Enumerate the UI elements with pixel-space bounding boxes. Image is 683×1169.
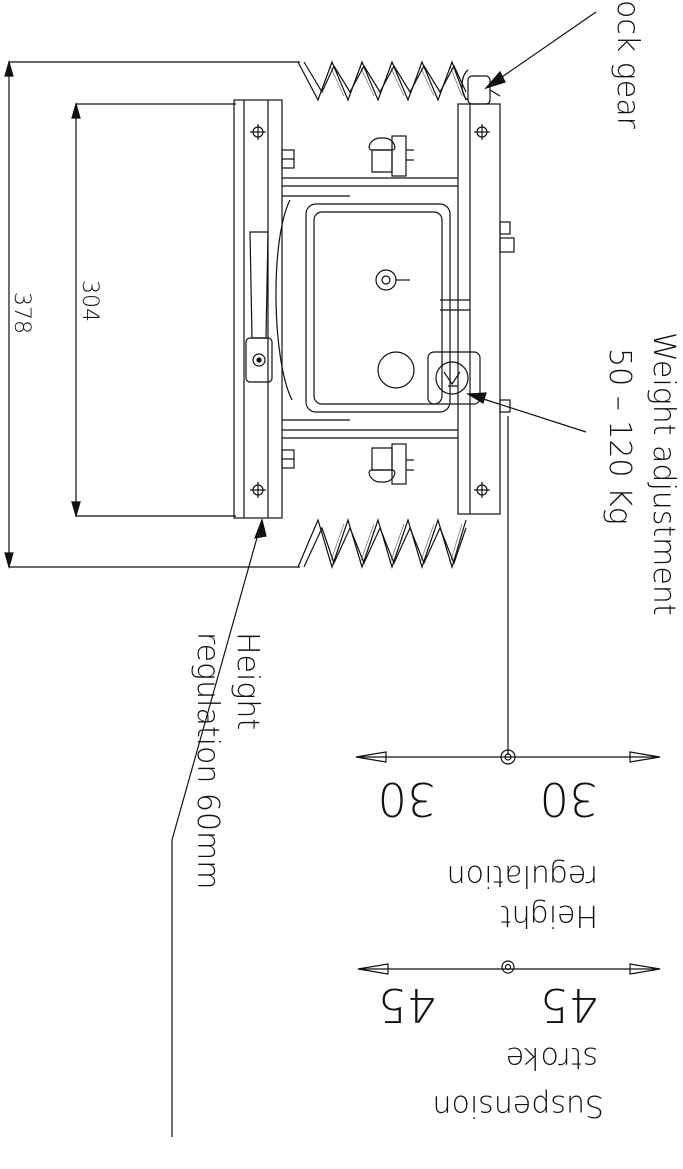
height-regulation-range [355, 749, 661, 765]
dimension-overall-label: 378 [9, 292, 34, 334]
lock-gear-label: ock gear [610, 0, 645, 129]
leader-lines [171, 11, 597, 1137]
suspension-stroke-range [357, 960, 661, 975]
height-range-caption-line2: Height [499, 898, 598, 933]
dimension-inner-label: 304 [77, 280, 102, 322]
dimension-line-inner [71, 101, 236, 519]
weight-range-label: 50 – 120 Kg [602, 348, 637, 525]
height-range-value-left: 30 [377, 772, 436, 826]
central-housing [305, 203, 470, 413]
height-regulation-note-line2: regulation 60mm [190, 632, 225, 890]
left-frame-plate [233, 99, 283, 519]
bolt-top-left [281, 149, 295, 169]
height-range-value-right: 30 [539, 772, 598, 826]
cross-bars [282, 177, 458, 439]
weight-adjustment-label: Weight adjustment [646, 332, 681, 616]
weight-adjustment-knob [427, 351, 481, 405]
height-lever-handle [245, 231, 273, 383]
height-regulation-note-line1: Height [230, 632, 265, 731]
dimension-line-overall [4, 59, 300, 570]
rubber-stop-bottom [368, 443, 414, 485]
stroke-caption-line1: stroke [505, 1040, 598, 1075]
stroke-value-right: 45 [539, 978, 598, 1032]
stroke-caption-line2: Suspension [432, 1088, 604, 1123]
rubber-stop-top [368, 135, 414, 177]
bellows-hatch [299, 65, 463, 564]
right-frame-plate [457, 103, 501, 515]
bellows-top [297, 60, 467, 102]
shock-absorber-outline [275, 199, 293, 401]
height-range-caption-line1: regulation [446, 858, 598, 893]
lock-gear [461, 69, 501, 105]
bellows-bottom [297, 518, 467, 570]
bolt-bottom-left [281, 449, 295, 469]
right-fittings [499, 221, 515, 413]
stroke-value-left: 45 [377, 978, 436, 1032]
